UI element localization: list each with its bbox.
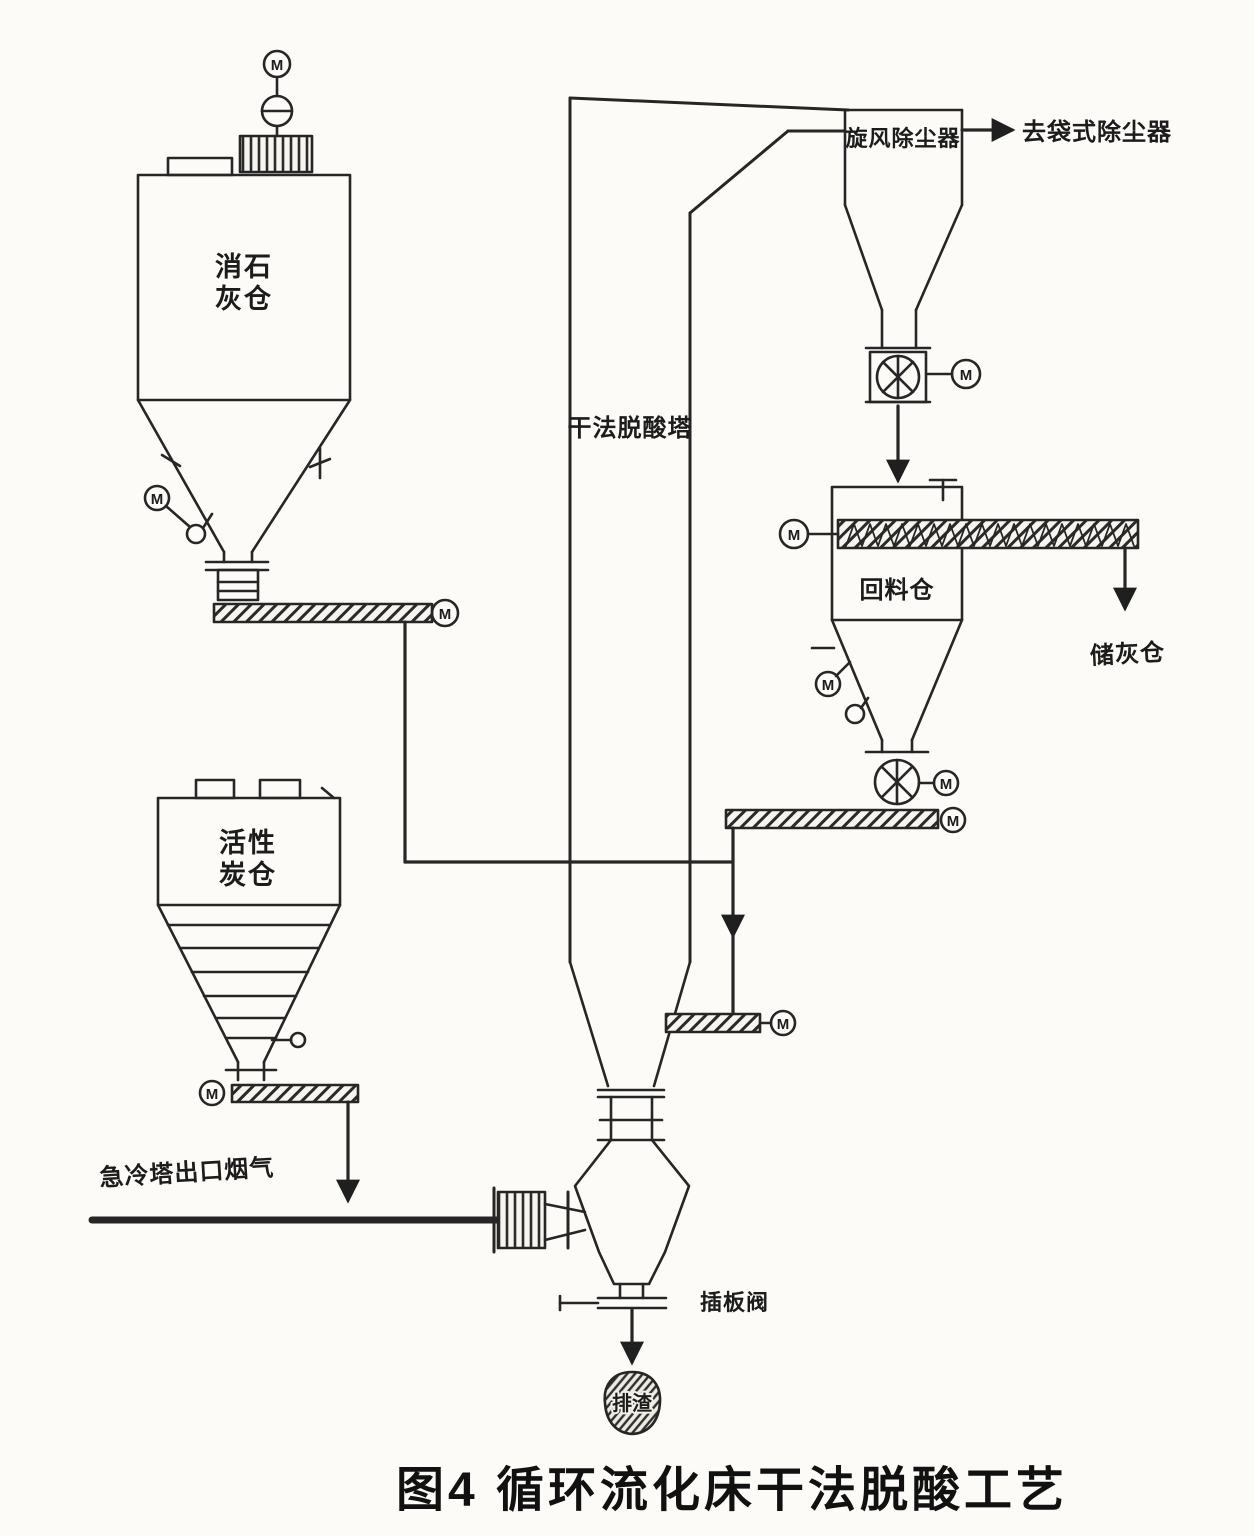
motor-icon [950, 358, 982, 390]
feed-conveyor-bar [664, 1012, 762, 1034]
bin-vent-filter [238, 134, 314, 174]
screw-flights [845, 523, 1135, 547]
carbon-silo-label-line1: 活性 [219, 828, 277, 858]
motor-label: M [940, 776, 953, 793]
motor-label: M [206, 1086, 219, 1103]
screw-conveyor-bar [724, 808, 940, 830]
lime-silo-body [136, 173, 352, 402]
cyclone-dust-collector: 旋风除尘器 去袋式除尘器 M [843, 108, 1172, 484]
motor-icon [198, 1079, 226, 1107]
motor-icon [814, 670, 842, 698]
motor-label: M [777, 1016, 790, 1033]
return-silo-label: 回料仓 [860, 576, 935, 604]
lime-screw-conveyor: M [212, 598, 735, 864]
silo-top-nozzle [258, 778, 302, 800]
vibrator-icon [185, 523, 207, 545]
silo-top-hatch [166, 156, 234, 177]
motor-icon [939, 806, 967, 834]
slag-label: 排渣 [612, 1391, 653, 1415]
motor-label: M [151, 491, 164, 508]
activated-carbon-silo: 活性 炭仓 M [156, 778, 360, 1204]
ash-silo-label: 储灰仓 [1089, 638, 1165, 670]
bottom-vessel-shell [573, 1138, 691, 1286]
motor-icon [143, 484, 171, 512]
recycle-conveyor: M M [664, 806, 967, 1037]
motor-label: M [960, 367, 973, 384]
bag-filter-label: 去袋式除尘器 [1022, 118, 1172, 146]
motor-label: M [788, 527, 801, 544]
motor-icon [778, 518, 810, 550]
lime-silo-label-line1: 消石 [215, 252, 273, 282]
slag-bag [603, 1370, 662, 1436]
motor-label: M [822, 677, 835, 694]
vibrator-icon [289, 1031, 307, 1049]
flue-gas-label: 急冷塔出口烟气 [99, 1153, 275, 1192]
lime-silo-label-line2: 灰仓 [215, 284, 273, 314]
motor-label: M [947, 813, 960, 830]
motor-icon [932, 769, 960, 797]
slide-valve-label: 插板阀 [700, 1290, 769, 1315]
lime-silo: M M [136, 49, 352, 602]
tower-label: 干法脱酸塔 [568, 414, 693, 442]
figure-caption: 图4 循环流化床干法脱酸工艺 [396, 1464, 1068, 1517]
motor-icon [769, 1009, 797, 1037]
screw-conveyor-bar [230, 1083, 360, 1104]
expansion-joint [496, 1190, 547, 1250]
flue-gas-duct: 急冷塔出口烟气 [88, 1153, 587, 1254]
deacidification-tower: 干法脱酸塔 [568, 96, 850, 1142]
carbon-silo-label-line2: 炭仓 [219, 860, 277, 890]
motor-icon [430, 598, 460, 628]
motor-label: M [439, 606, 452, 623]
motor-label: M [271, 57, 284, 74]
screw-conveyor-bar [212, 602, 434, 624]
return-silo-body [830, 485, 964, 622]
vibrator-icon [844, 703, 866, 725]
fluidized-bed-bottom-vessel: 插板阀 排渣 [558, 1138, 769, 1436]
carbon-silo-body [156, 796, 342, 907]
silo-top-nozzle [194, 778, 236, 800]
return-material-silo: M 储灰仓 回料仓 M M [778, 478, 1166, 806]
cyclone-label: 旋风除尘器 [845, 126, 960, 151]
lime-feeder [216, 568, 260, 602]
